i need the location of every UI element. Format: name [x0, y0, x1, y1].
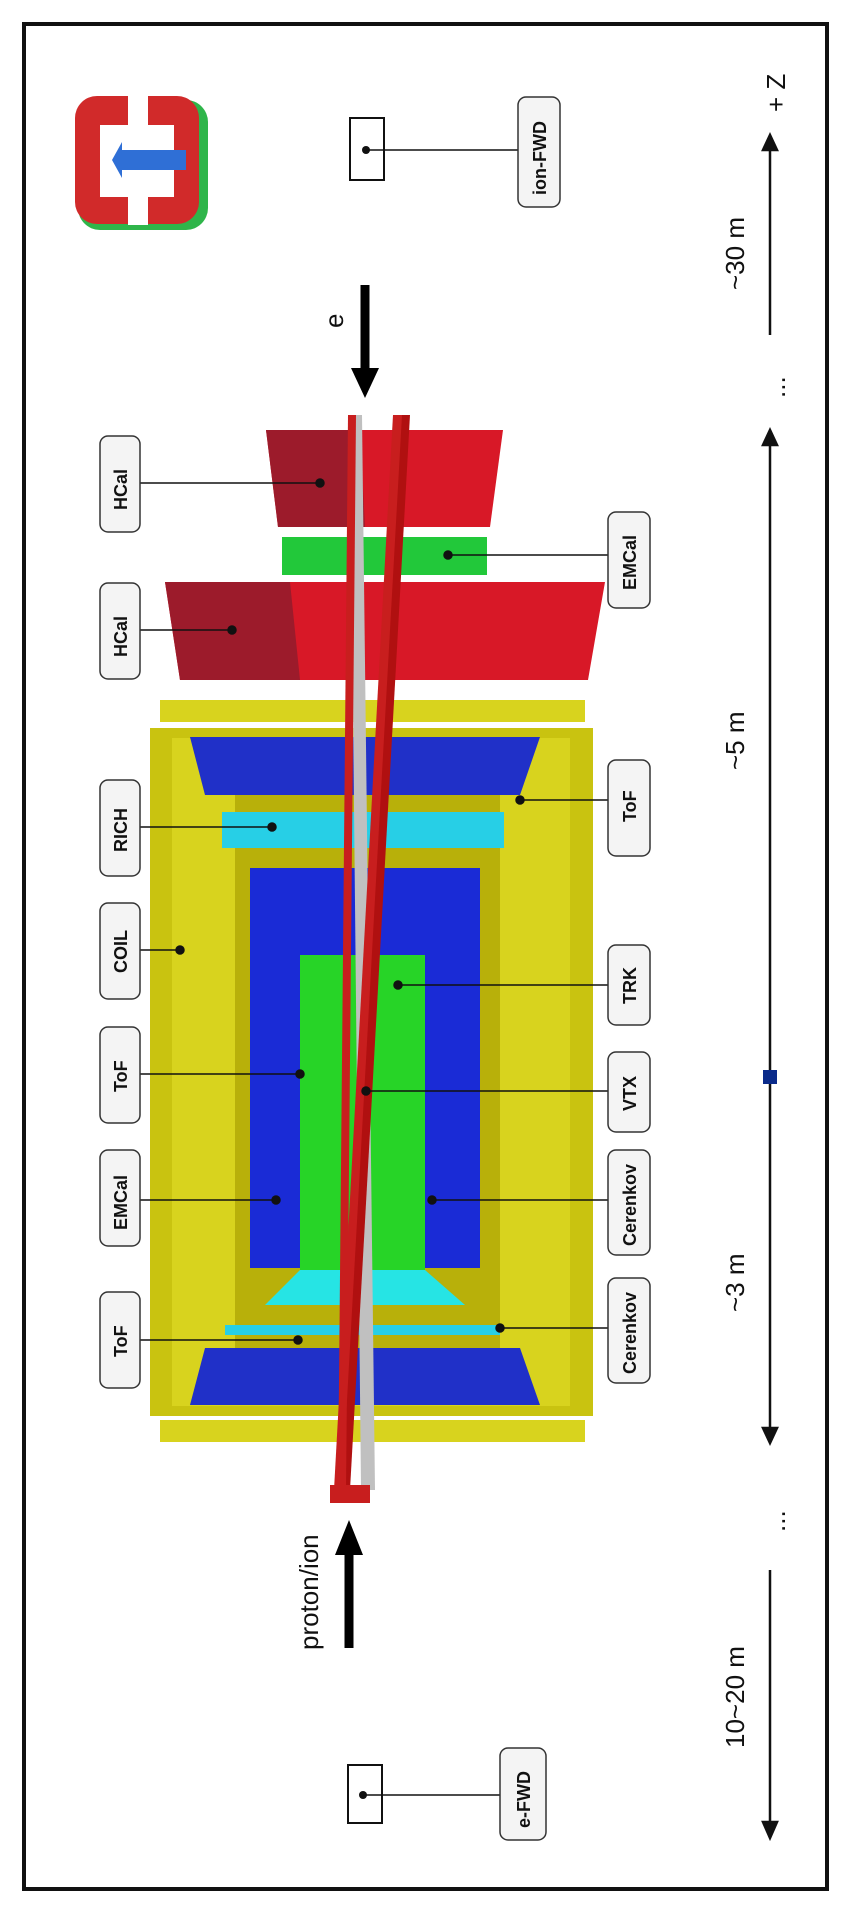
dist-backward: ~3 m — [720, 1253, 750, 1312]
label-ion-fwd: ion-FWD — [530, 121, 550, 195]
dist-forward: ~5 m — [720, 711, 750, 770]
label-hcal-inner: HCal — [111, 616, 131, 657]
label-trk: TRK — [620, 967, 640, 1004]
label-rich: RICH — [111, 808, 131, 852]
ellipsis-bottom: ... — [761, 1510, 791, 1532]
labels-left: HCal HCal RICH COIL ToF EMCal ToF — [99, 435, 141, 1389]
logo-icon — [75, 96, 208, 230]
hadron-beam-arrow: proton/ion — [294, 1520, 363, 1650]
dist-ion-fwd: ~30 m — [720, 217, 750, 290]
electron-label: e — [319, 314, 349, 328]
figure-frame — [22, 22, 829, 1891]
z-axis — [761, 132, 779, 1842]
ellipsis-top: ... — [761, 376, 791, 398]
label-cerenkov-1: Cerenkov — [620, 1164, 640, 1246]
label-emcal: EMCal — [111, 1175, 131, 1230]
leader-lines-right — [361, 550, 608, 1333]
dist-e-fwd: 10~20 m — [720, 1646, 750, 1748]
electron-beam-arrow: e — [319, 285, 379, 398]
label-cerenkov-2: Cerenkov — [620, 1292, 640, 1374]
label-coil: COIL — [111, 930, 131, 973]
label-e-fwd: e-FWD — [514, 1771, 534, 1828]
labels-right: ion-FWD EMCal ToF TRK VTX Cerenkov Ceren… — [499, 96, 651, 1841]
label-emcal-fwd: EMCal — [620, 535, 640, 590]
z-label: + Z — [761, 74, 791, 112]
ip-marker — [763, 1070, 777, 1084]
hadron-label: proton/ion — [294, 1534, 324, 1650]
emcal-forward — [282, 537, 487, 575]
label-tof-fwd: ToF — [620, 790, 640, 822]
axis-labels: + Z ~30 m ... ~5 m ~3 m ... 10~20 m — [720, 74, 791, 1748]
label-hcal-outer: HCal — [111, 469, 131, 510]
leader-lines-left — [140, 478, 325, 1345]
label-tof-back: ToF — [111, 1325, 131, 1357]
beam-pipes — [330, 415, 410, 1503]
label-tof-mid: ToF — [111, 1060, 131, 1092]
label-vtx: VTX — [620, 1076, 640, 1111]
